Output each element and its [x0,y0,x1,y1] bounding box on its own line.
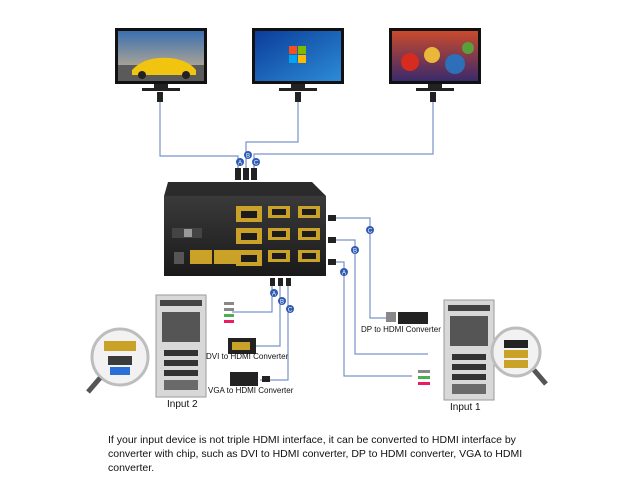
cable-tag-c-out: C [254,161,259,167]
magnifier-left-icon [86,327,150,394]
cable-tag-b-in2: B [280,300,284,306]
output-cable-tags: A B C [236,151,260,167]
input2-cables [232,282,289,381]
dvi-converter [228,338,256,354]
pc-input-1 [443,299,495,401]
input2-tags: A B C [270,289,294,314]
caption-text: If your input device is not triple HDMI … [108,434,523,474]
cable-tag-a-in1: A [342,271,346,277]
vga-converter-label: VGA to HDMI Converter [208,386,294,395]
cable-connectors [157,92,436,180]
usb-audio-plugs-left [224,302,234,323]
kvm-switch [164,182,326,276]
input2-connectors [270,278,291,286]
input1-tags: C B A [340,226,374,277]
pc-input-2 [155,294,207,398]
monitor-3 [389,28,481,91]
cable-tag-a-in2: A [272,292,276,298]
output-cables [159,92,434,168]
cable-tag-a-out: A [238,161,242,167]
dp-converter [386,312,428,324]
magnifier-right-icon [490,326,548,386]
monitor-1 [115,28,207,91]
input1-cables [330,217,428,377]
input-1-label: Input 1 [450,402,481,413]
input1-connectors [328,215,336,265]
input-2-label: Input 2 [167,399,198,410]
monitor-2 [252,28,344,91]
dp-converter-label: DP to HDMI Converter [361,325,441,334]
vga-converter [230,372,270,386]
dvi-converter-label: DVI to HDMI Converter [206,352,289,361]
usb-audio-plugs-right [418,370,430,385]
cable-tag-c-in2: C [288,308,293,314]
cable-tag-b-in1: B [353,249,357,255]
cable-tag-c-in1: C [368,229,373,235]
cable-tag-b-out: B [246,154,250,160]
